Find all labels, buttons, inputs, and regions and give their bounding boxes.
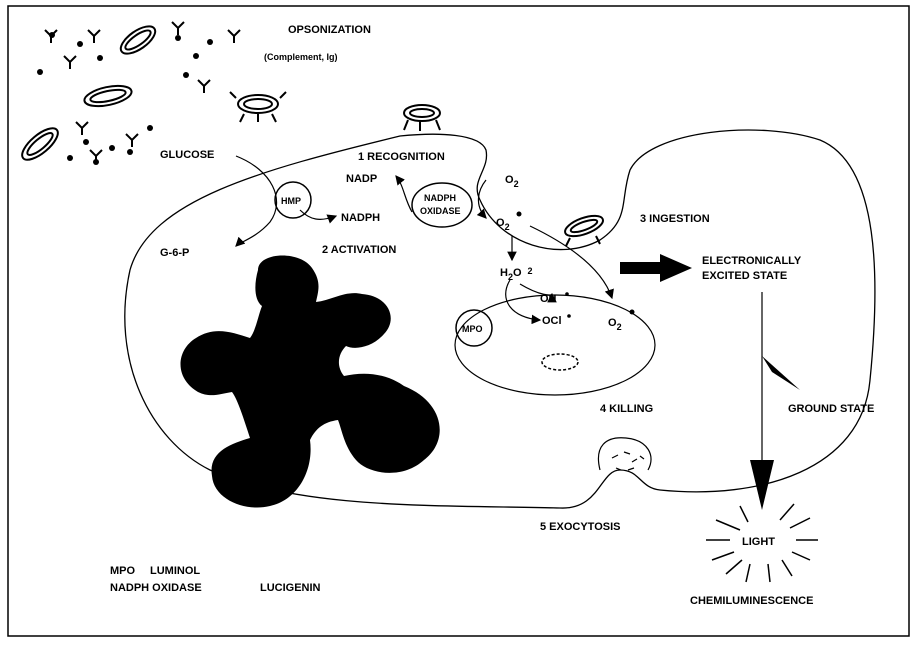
nadph-oxidase-enzyme (411, 182, 473, 228)
ground-state-arrow (762, 356, 800, 390)
phagosome-radical-dot (629, 309, 635, 315)
hypochlorite-label: OCl (542, 315, 562, 327)
recognition-label: 1 RECOGNITION (358, 151, 445, 163)
radical-dot (516, 211, 522, 217)
nucleus (180, 255, 440, 508)
hmp-label: HMP (281, 196, 301, 206)
phagocyte-cell-membrane (124, 129, 876, 509)
antibody-y-shapes (44, 21, 241, 163)
o2-label: O2 (505, 174, 519, 189)
hmp-circle (274, 181, 312, 219)
phagosome-superoxide-label: O2 (608, 317, 622, 332)
opsonization-label: OPSONIZATION (288, 24, 371, 36)
nadph-label: NADPH (341, 212, 380, 224)
superoxide-label: O2 (496, 217, 510, 232)
mpo-circle (455, 309, 493, 347)
killing-label: 4 KILLING (600, 403, 653, 415)
hypochlorite-dot (567, 314, 571, 318)
mpo-label: MPO (462, 324, 483, 334)
phagosome (454, 294, 656, 396)
exocytosis-vesicle (597, 437, 652, 471)
g6p-label: G-6-P (160, 247, 189, 259)
glucose-label: GLUCOSE (160, 149, 214, 161)
legend-nadph-oxidase: NADPH OXIDASE (110, 582, 202, 594)
ground-state-label: GROUND STATE (788, 403, 874, 415)
legend-mpo: MPO (110, 565, 136, 577)
ingesting-bacterium (564, 214, 604, 247)
excited-state-label-1: ELECTRONICALLY (702, 255, 802, 267)
figure-frame (7, 5, 910, 637)
ingestion-label: 3 INGESTION (640, 213, 710, 225)
metabolic-arrows (235, 155, 614, 325)
vesicle-contents (611, 451, 645, 471)
chemiluminescence-label: CHEMILUMINESCENCE (690, 595, 813, 607)
exocytosis-label: 5 EXOCYTOSIS (540, 521, 621, 533)
opsonized-bacterium-binding (229, 91, 441, 131)
emission-arrow (620, 254, 692, 282)
nadph-oxidase-label-2: OXIDASE (420, 206, 461, 216)
nadph-oxidase-label-1: NADPH (424, 193, 456, 203)
excited-state-label-2: EXCITED STATE (702, 270, 787, 282)
killed-bacterium (541, 353, 579, 371)
opsonization-sublabel: (Complement, Ig) (264, 52, 338, 62)
light-label: LIGHT (742, 536, 775, 548)
hydroxyl-radical-label: OH (540, 293, 557, 305)
opsonized-bacteria (21, 25, 157, 161)
legend-luminol: LUMINOL (150, 565, 200, 577)
light-arrow (750, 460, 774, 510)
light-burst-icon (706, 503, 818, 583)
antibody-dots (37, 32, 213, 165)
nadp-label: NADP (346, 173, 377, 185)
legend-lucigenin: LUCIGENIN (260, 582, 321, 594)
activation-label: 2 ACTIVATION (322, 244, 396, 256)
hydroxyl-dot (565, 292, 569, 296)
